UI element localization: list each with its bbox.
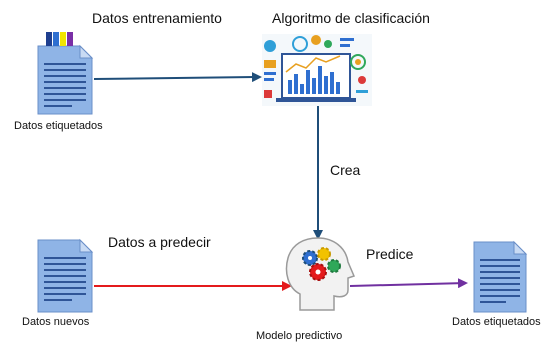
labeled-data-label: Datos etiquetados — [14, 120, 103, 132]
labeled-output-label: Datos etiquetados — [452, 316, 541, 328]
new-data-document-icon — [37, 238, 94, 313]
model-label: Modelo predictivo — [256, 330, 343, 342]
training-data-label: Datos entrenamiento — [92, 10, 222, 26]
head-with-gears-icon — [285, 237, 356, 311]
new-data-label: Datos nuevos — [22, 316, 90, 328]
algorithm-label: Algoritmo de clasificación — [272, 10, 430, 26]
predicts-label: Predice — [366, 246, 414, 262]
arrow-training — [93, 72, 262, 83]
color-tabs-icon — [46, 32, 73, 46]
arrow-predicts — [349, 278, 468, 289]
creates-label: Crea — [330, 162, 361, 178]
labeled-document-icon — [37, 44, 94, 115]
output-document-icon — [473, 240, 528, 313]
analytics-dashboard-icon — [262, 34, 372, 106]
data-to-predict-label: Datos a predecir — [108, 234, 211, 250]
